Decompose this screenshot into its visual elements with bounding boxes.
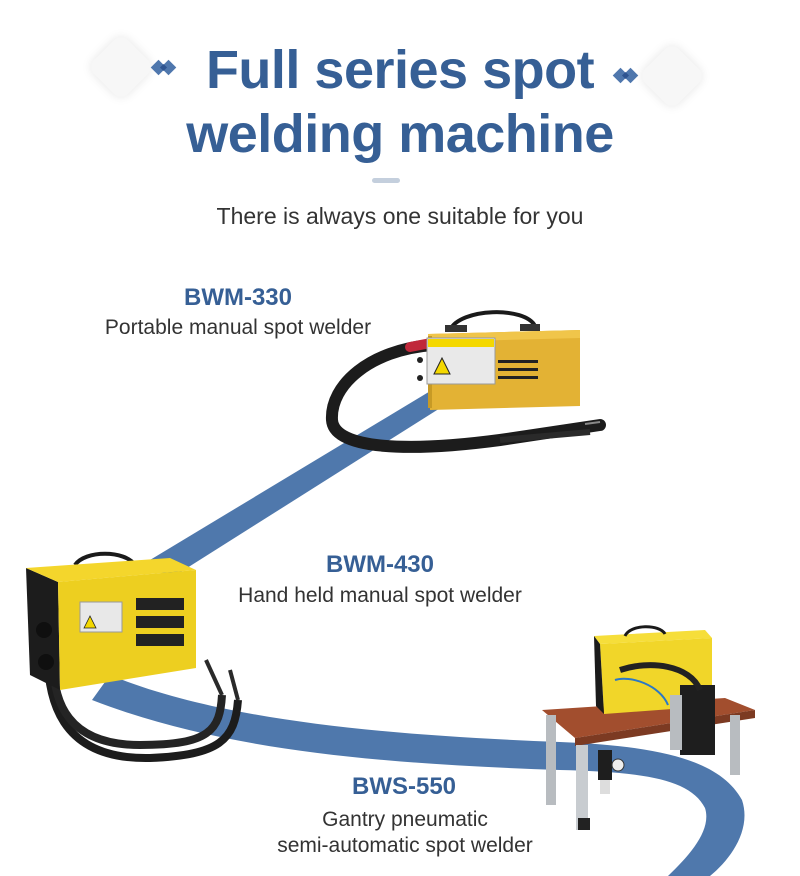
product-model-bws-550: BWS-550 <box>351 773 457 800</box>
product-model-bwm-430: BWM-430 <box>325 551 434 578</box>
product-model-bwm-330: BWM-330 <box>183 284 292 311</box>
page-title-line-1: Full series spot <box>205 40 595 100</box>
band-segment-lower <box>92 675 745 876</box>
product-desc-bwm-330: Portable manual spot welder <box>104 316 372 339</box>
handheld-spot-welder-image <box>26 551 242 763</box>
page-title-line-2: welding machine <box>186 104 614 164</box>
product-desc-bws-550-line-2: semi-automatic spot welder <box>277 834 533 857</box>
gantry-spot-welder-image <box>542 625 755 830</box>
band-segment-upper <box>150 390 445 580</box>
product-desc-bwm-430: Hand held manual spot welder <box>238 584 522 607</box>
portable-spot-welder-image <box>325 310 606 453</box>
page-subtitle: There is always one suitable for you <box>216 203 584 229</box>
title-divider <box>372 178 400 183</box>
product-desc-bws-550-line-1: Gantry pneumatic <box>322 808 488 831</box>
